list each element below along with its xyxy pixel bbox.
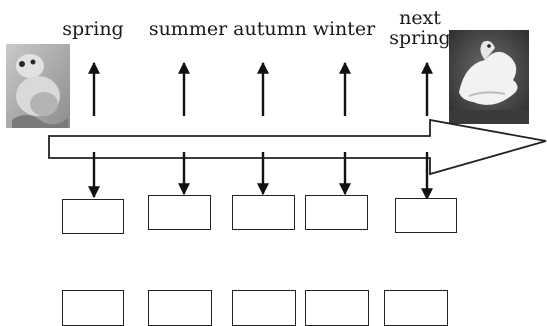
season-label-autumn: autumn: [233, 18, 307, 40]
season-label-next-spring: next spring: [389, 7, 451, 49]
answer-box-row1-winter[interactable]: [305, 195, 368, 230]
season-label-spring: spring: [62, 18, 124, 40]
answer-box-row1-spring[interactable]: [62, 199, 124, 234]
answer-box-row1-summer[interactable]: [148, 195, 211, 230]
answer-box-row2-autumn[interactable]: [232, 290, 296, 326]
white-bird-photo: [449, 30, 529, 124]
season-label-summer: summer: [148, 18, 228, 40]
timeline-arrow: [48, 118, 547, 176]
answer-box-row1-next-spring[interactable]: [395, 198, 457, 233]
answer-box-row2-winter[interactable]: [305, 290, 369, 326]
small-animal-photo: [6, 44, 70, 128]
season-label-winter: winter: [312, 18, 376, 40]
answer-box-row2-spring[interactable]: [62, 290, 124, 326]
answer-box-row1-autumn[interactable]: [232, 195, 295, 230]
answer-box-row2-next-spring[interactable]: [384, 290, 448, 326]
answer-box-row2-summer[interactable]: [148, 290, 212, 326]
